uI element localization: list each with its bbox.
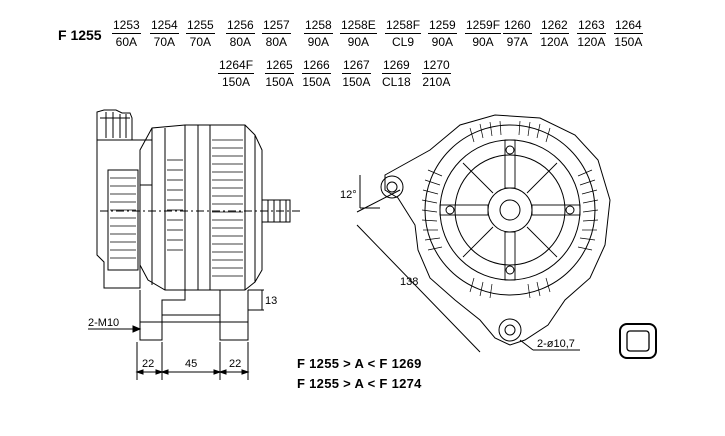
variant-code: 1270	[422, 58, 451, 74]
connector-icon	[619, 323, 657, 359]
variant-amperage: 60A	[115, 35, 138, 49]
dim-hole: 2-ø10,7	[537, 338, 575, 350]
variant-amperage: 80A	[265, 35, 288, 49]
range-note-1: F 1255 > A < F 1269	[297, 356, 422, 371]
variant-amperage: 150A	[614, 35, 643, 49]
variant-code: 1258F	[385, 18, 422, 34]
variant-amperage: 150A	[302, 75, 331, 89]
dim-width-mid: 45	[185, 358, 197, 370]
variant-amperage: 90A	[307, 35, 330, 49]
variant-code: 1259F	[465, 18, 502, 34]
series-label: F 1255	[58, 27, 102, 43]
variant-code: 1257	[262, 18, 291, 34]
variant-code: 1264	[614, 18, 643, 34]
variant-code: 1266	[302, 58, 331, 74]
variant-code: 1255	[186, 18, 215, 34]
variant-amperage: 70A	[153, 35, 176, 49]
variant-amperage: CL9	[392, 35, 415, 49]
variant-amperage: 120A	[577, 35, 606, 49]
variant-code: 1267	[342, 58, 371, 74]
dim-angle: 12°	[340, 189, 357, 201]
variant-amperage: 150A	[265, 75, 294, 89]
variant-code: 1260	[503, 18, 532, 34]
variant-code: 1258	[304, 18, 333, 34]
variant-code: 1264F	[218, 58, 255, 74]
side-view	[88, 109, 300, 380]
variant-amperage: 90A	[431, 35, 454, 49]
variant-code: 1256	[226, 18, 255, 34]
variant-amperage: 90A	[347, 35, 370, 49]
variant-amperage: 210A	[422, 75, 451, 89]
dim-width-left: 22	[142, 358, 154, 370]
variant-code: 1259	[428, 18, 457, 34]
variant-amperage: 97A	[506, 35, 529, 49]
variant-amperage: 120A	[540, 35, 569, 49]
dim-thread-label: 2-M10	[88, 317, 119, 329]
variant-code: 1269	[382, 58, 411, 74]
variant-code: 1258E	[340, 18, 377, 34]
variant-amperage: 80A	[229, 35, 252, 49]
variant-amperage: 70A	[189, 35, 212, 49]
variant-amperage: 150A	[222, 75, 251, 89]
variant-code: 1265	[265, 58, 294, 74]
dim-offset: 13	[265, 295, 277, 307]
dim-length: 138	[400, 276, 418, 288]
variant-code: 1253	[112, 18, 141, 34]
variant-code: 1262	[540, 18, 569, 34]
variant-amperage: 150A	[342, 75, 371, 89]
dim-width-right: 22	[229, 358, 241, 370]
variant-code: 1263	[577, 18, 606, 34]
variant-code: 1254	[150, 18, 179, 34]
front-view	[356, 114, 611, 353]
variant-amperage: CL18	[382, 75, 411, 89]
range-note-2: F 1255 > A < F 1274	[297, 376, 422, 391]
variant-amperage: 90A	[472, 35, 494, 49]
